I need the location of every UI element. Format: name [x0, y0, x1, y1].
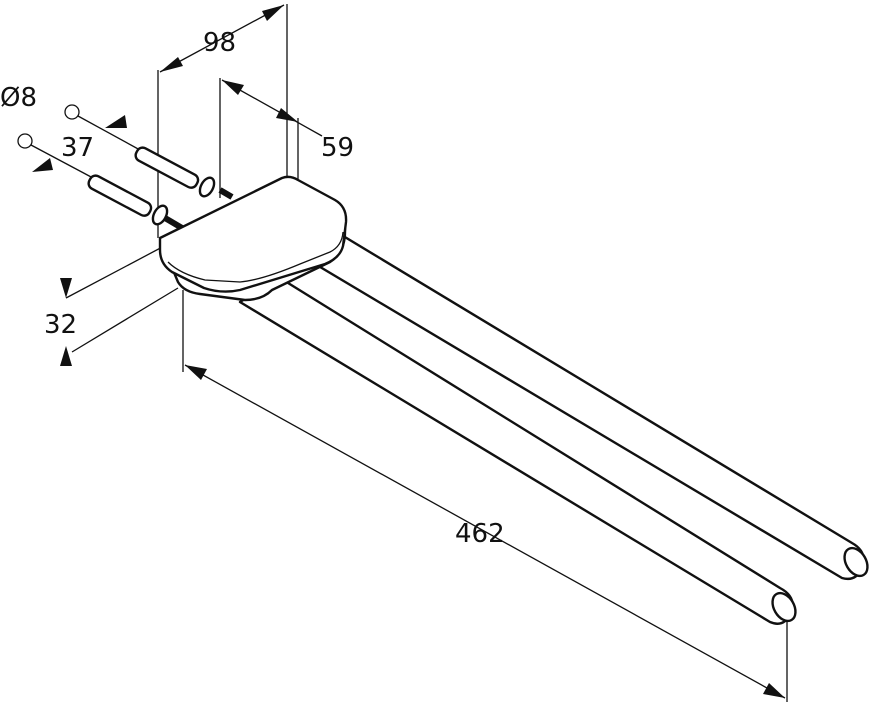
- dimension-462: [184, 364, 786, 699]
- dim-label-diameter: Ø8: [0, 83, 37, 113]
- dim-label-32: 32: [44, 310, 77, 340]
- dim-label-462: 462: [455, 519, 505, 549]
- dimension-98: [159, 4, 285, 73]
- mounting-block: [158, 175, 348, 302]
- dimension-32: [60, 278, 72, 366]
- extension-lines: [65, 4, 788, 702]
- dim-label-37: 37: [61, 133, 94, 163]
- dimension-59: [221, 79, 323, 137]
- dimension-37: [32, 115, 127, 172]
- dim-label-98: 98: [203, 28, 236, 58]
- wall-anchors: [17, 104, 234, 231]
- dim-label-59: 59: [321, 133, 354, 163]
- towel-rail-upper: [298, 220, 869, 581]
- towel-rail-lower: [238, 276, 797, 625]
